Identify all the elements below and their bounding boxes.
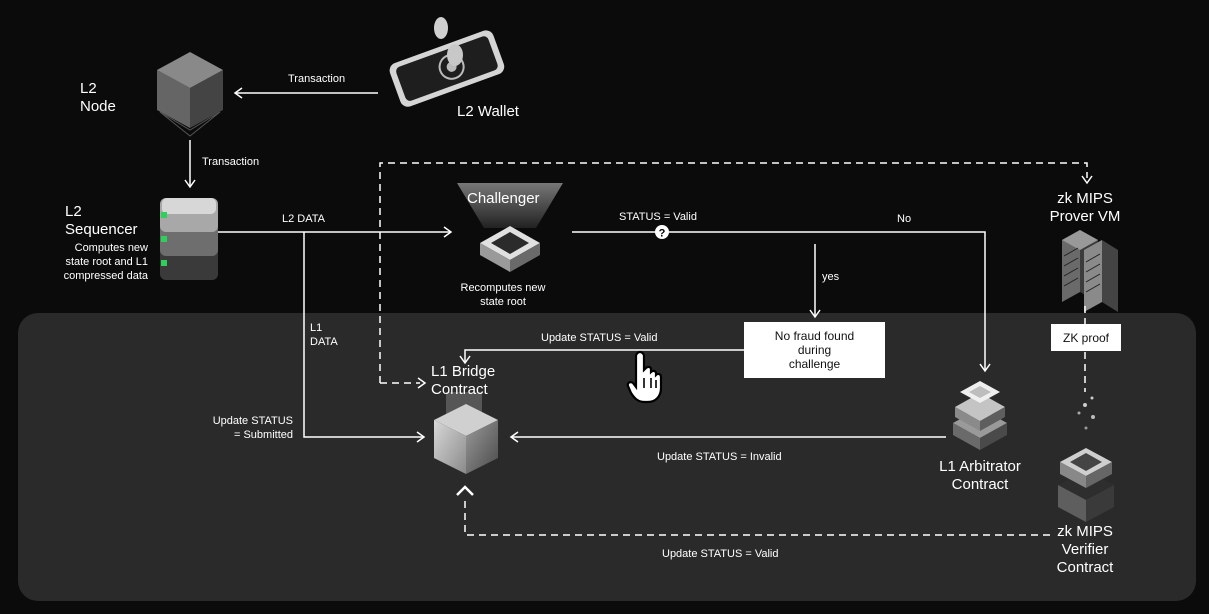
verifier-chip-icon bbox=[1058, 396, 1114, 522]
challenger-label: Challenger bbox=[467, 190, 540, 207]
l1-region-panel bbox=[18, 313, 1196, 601]
l2-node-icon bbox=[157, 52, 223, 137]
edge-label-update-valid-top: Update STATUS = Valid bbox=[541, 332, 658, 344]
l2-wallet-label: L2 Wallet bbox=[457, 103, 519, 120]
challenger-chip-icon bbox=[480, 226, 540, 272]
zk-verifier-label-line: zk MIPS bbox=[1057, 523, 1113, 540]
l1-bridge-label-line: Contract bbox=[431, 381, 488, 398]
edge-label-yes: yes bbox=[822, 271, 840, 283]
sequencer-description: Computes new state root and L1 compresse… bbox=[46, 241, 148, 283]
no-fraud-box-line: challenge bbox=[788, 357, 841, 371]
zk-verifier-label-line: Contract bbox=[1056, 559, 1114, 576]
challenger-beam bbox=[457, 183, 563, 228]
arbitrator-stack-icon bbox=[953, 381, 1007, 450]
sequencer-description-line: Computes new bbox=[74, 242, 148, 254]
edge-label-wallet-to-node: Transaction bbox=[288, 73, 346, 85]
l1-arbitrator-label: L1 Arbitrator Contract bbox=[925, 458, 1035, 494]
l2-node-label-line: Node bbox=[80, 98, 116, 115]
zk-prover-label-line: zk MIPS bbox=[1057, 190, 1113, 207]
zk-prover-label: zk MIPS Prover VM bbox=[1035, 190, 1135, 226]
l1-arbitrator-label-line: L1 Arbitrator bbox=[939, 458, 1021, 475]
l2-sequencer-label: L2 Sequencer bbox=[65, 203, 138, 239]
l1-bridge-label-line: L1 Bridge bbox=[431, 363, 496, 380]
edge-label-update-submitted-line: = Submitted bbox=[233, 429, 293, 441]
question-mark: ? bbox=[659, 228, 666, 240]
dashed-arrow-heads bbox=[417, 175, 1093, 496]
coin-icon bbox=[434, 17, 448, 39]
zk-proof-box: ZK proof bbox=[1051, 324, 1121, 351]
zk-verifier-label: zk MIPS Verifier Contract bbox=[1035, 523, 1135, 577]
edge-label-update-submitted-line: Update STATUS bbox=[212, 415, 293, 427]
l2-wallet-icon bbox=[389, 30, 505, 107]
challenger-description-line: Recomputes new bbox=[460, 282, 546, 294]
coin-icon bbox=[447, 44, 463, 66]
l2-node-label: L2 Node bbox=[80, 80, 116, 116]
solid-arrows bbox=[184, 87, 991, 443]
sequencer-server-icon bbox=[160, 198, 218, 280]
zk-prover-label-line: Prover VM bbox=[1049, 208, 1121, 225]
edge-label-update-submitted: Update STATUS = Submitted bbox=[190, 414, 293, 442]
l1-bridge-cube-icon bbox=[434, 392, 498, 474]
hand-cursor-icon bbox=[626, 350, 663, 404]
no-fraud-box-line: No fraud found bbox=[774, 329, 855, 343]
challenger-description: Recomputes new state root bbox=[446, 281, 560, 309]
challenger-description-line: state root bbox=[480, 296, 526, 308]
l1-bridge-label: L1 Bridge Contract bbox=[431, 363, 495, 399]
edge-label-node-to-sequencer: Transaction bbox=[202, 156, 260, 168]
no-fraud-box: No fraud found during challenge bbox=[744, 322, 885, 378]
edge-label-l1-data-line: DATA bbox=[310, 336, 338, 348]
l2-node-label-line: L2 bbox=[80, 80, 97, 97]
l2-sequencer-label-line: Sequencer bbox=[65, 221, 138, 238]
zk-verifier-label-line: Verifier bbox=[1061, 541, 1109, 558]
edge-label-l2-data: L2 DATA bbox=[282, 213, 325, 225]
question-icon bbox=[655, 225, 669, 239]
edge-label-l1-data: L1 DATA bbox=[310, 321, 338, 349]
l2-sequencer-label-line: L2 bbox=[65, 203, 82, 220]
sequencer-description-line: state root and L1 bbox=[65, 256, 148, 268]
edge-label-no: No bbox=[897, 213, 912, 225]
edge-label-update-invalid: Update STATUS = Invalid bbox=[657, 451, 782, 463]
edge-label-status-valid-question: STATUS = Valid bbox=[619, 211, 697, 223]
l1-arbitrator-label-line: Contract bbox=[951, 476, 1009, 493]
sequencer-description-line: compressed data bbox=[63, 270, 148, 282]
edge-label-update-valid-bottom: Update STATUS = Valid bbox=[662, 548, 779, 560]
no-fraud-box-line: during bbox=[797, 343, 832, 357]
dashed-arrows bbox=[379, 162, 1088, 536]
prover-rack-icon bbox=[1062, 230, 1118, 312]
edge-label-l1-data-line: L1 bbox=[310, 322, 323, 334]
